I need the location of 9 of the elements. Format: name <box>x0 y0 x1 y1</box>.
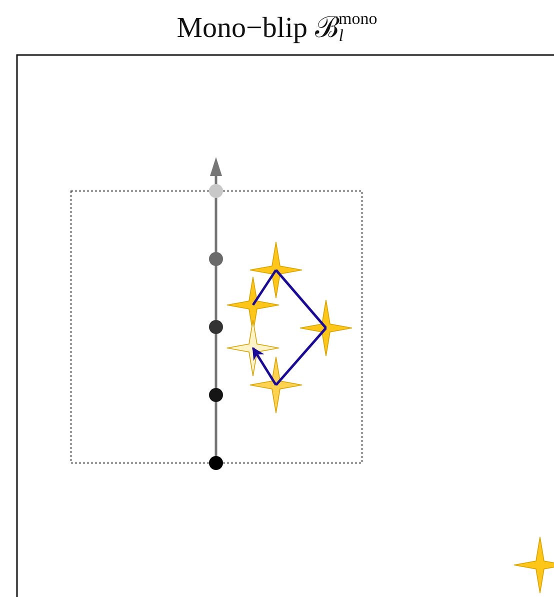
star-shape <box>300 300 352 356</box>
star-shape <box>250 357 302 413</box>
arrow <box>252 346 278 386</box>
star-shape <box>227 320 279 376</box>
star-shape <box>514 537 554 593</box>
star-shape <box>250 242 302 298</box>
connector-line <box>252 269 278 306</box>
connector-line <box>275 269 327 329</box>
connector-line <box>275 327 327 386</box>
